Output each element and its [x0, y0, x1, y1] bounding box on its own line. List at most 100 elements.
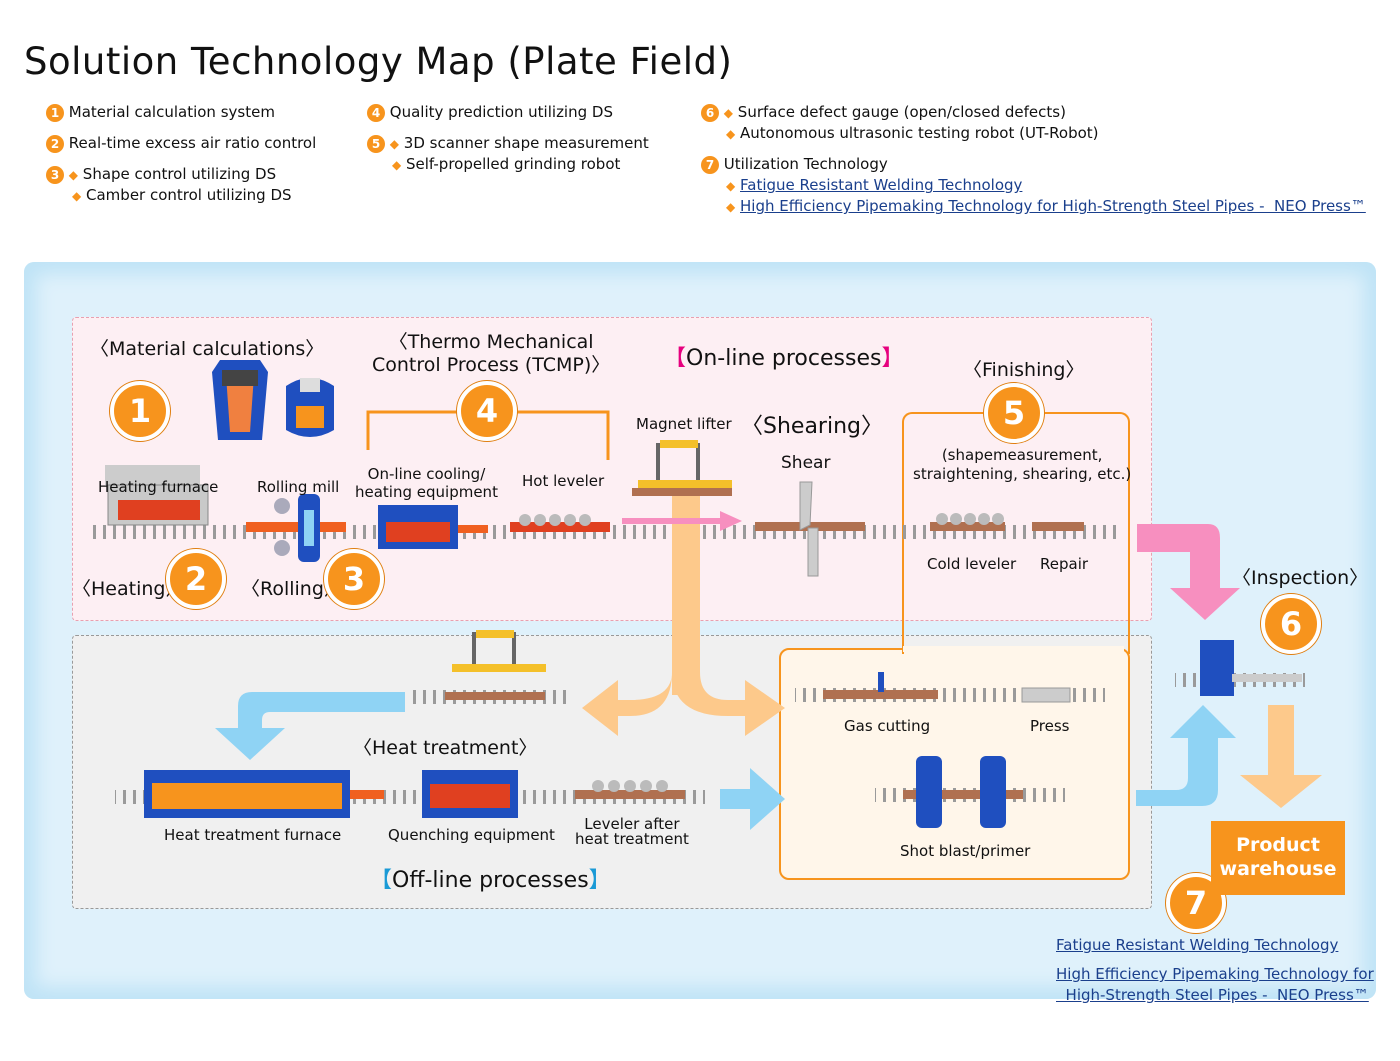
- gas-cutting-icon: [823, 672, 938, 699]
- rolling-label: 〈Rolling〉: [241, 578, 343, 600]
- to-finishing-arrow: [720, 768, 785, 830]
- legend-item-3: 3 ◆ Shape control utilizing DS: [46, 165, 276, 184]
- neo-press-link[interactable]: High Efficiency Pipemaking Technology fo…: [740, 197, 1366, 215]
- press-icon: [1021, 687, 1071, 703]
- tmcp-label: 〈Thermo Mechanical Control Process (TCMP…: [372, 331, 610, 377]
- finishing-subtitle: (shapemeasurement, straightening, sheari…: [913, 446, 1131, 484]
- to-heat-treatment-arrow: [215, 692, 405, 760]
- marker-3: 3: [324, 549, 384, 609]
- magnet-lifter-label: Magnet lifter: [636, 415, 732, 433]
- legend-link-row-2: ◆ High Efficiency Pipemaking Technology …: [726, 197, 1366, 215]
- converter-icon: [286, 378, 334, 437]
- legend-text-1: Material calculation system: [68, 103, 275, 121]
- offline-magnet-lifter-icon: [445, 630, 546, 700]
- shearing-split-arrow: [582, 495, 785, 736]
- online-flow-arrow: [622, 511, 742, 531]
- diamond-bullet-icon: ◆: [72, 189, 82, 203]
- marker-5: 5: [984, 383, 1044, 443]
- to-inspection-arrow: [1137, 524, 1240, 620]
- shearing-label: 〈Shearing〉: [741, 414, 883, 439]
- marker-6: 6: [1261, 594, 1321, 654]
- finishing-subtitle-line1: (shapemeasurement,: [941, 446, 1103, 464]
- cold-leveler-icon: [930, 513, 1005, 531]
- fatigue-welding-link[interactable]: Fatigue Resistant Welding Technology: [740, 176, 1023, 194]
- finishing-offline-box: [779, 648, 1130, 880]
- offline-leveler-icon: [575, 780, 685, 799]
- legend-item-3b: ◆ Camber control utilizing DS: [72, 186, 292, 204]
- legend-text-6a: Surface defect gauge (open/closed defect…: [737, 103, 1066, 121]
- finishing-box-joint: [903, 646, 1124, 652]
- quenching-equipment-label: Quenching equipment: [388, 826, 555, 844]
- shear-icon: [755, 481, 865, 577]
- legend-item-5: 5 ◆ 3D scanner shape measurement: [367, 134, 649, 153]
- legend-item-7: 7 Utilization Technology: [701, 155, 888, 174]
- inspection-gauge-icon: [1200, 640, 1302, 696]
- online-cooling-label-line1: On-line cooling/: [367, 465, 486, 483]
- legend-number-3: 3: [46, 166, 64, 184]
- legend-number-7: 7: [701, 156, 719, 174]
- shot-blast-label: Shot blast/primer: [900, 842, 1031, 860]
- diamond-bullet-icon: ◆: [726, 179, 736, 193]
- marker-1: 1: [110, 381, 170, 441]
- heating-label: 〈Heating〉: [72, 578, 185, 600]
- diamond-bullet-icon: ◆: [723, 106, 734, 120]
- bottom-neo-press-link-line2[interactable]: High-Strength Steel Pipes - NEO Press™: [1056, 986, 1369, 1004]
- material-calculations-label: 〈Material calculations〉: [90, 338, 325, 360]
- cold-leveler-label: Cold leveler: [927, 555, 1017, 573]
- legend-number-2: 2: [46, 135, 64, 153]
- legend-item-2: 2 Real-time excess air ratio control: [46, 134, 316, 153]
- finishing-to-inspection-arrow: [1136, 705, 1236, 806]
- press-label: Press: [1030, 717, 1070, 735]
- legend-text-4: Quality prediction utilizing DS: [389, 103, 613, 121]
- legend-link-row-1: ◆ Fatigue Resistant Welding Technology: [726, 176, 1022, 194]
- legend-number-5: 5: [367, 135, 385, 153]
- legend-text-3a: Shape control utilizing DS: [82, 165, 277, 183]
- legend-text-3b: Camber control utilizing DS: [86, 186, 292, 204]
- heat-treatment-furnace-label: Heat treatment furnace: [164, 826, 342, 844]
- online-cooling-icon: [378, 505, 488, 549]
- marker-7: 7: [1166, 873, 1226, 933]
- heating-furnace-label: Heating furnace: [98, 478, 219, 496]
- bottom-neo-press-link-line1[interactable]: High Efficiency Pipemaking Technology fo…: [1056, 965, 1374, 983]
- heat-treatment-label: 〈Heat treatment〉: [353, 737, 538, 759]
- diamond-bullet-icon: ◆: [392, 158, 402, 172]
- ladle-icon: [212, 360, 268, 440]
- legend-item-1: 1 Material calculation system: [46, 103, 275, 122]
- tmcp-label-line2: Control Process (TCMP)〉: [372, 354, 611, 376]
- repair-plate-icon: [1032, 522, 1084, 531]
- quenching-equipment-icon: [422, 770, 518, 818]
- offline-processes-text: Off-line processes: [392, 868, 589, 893]
- diamond-bullet-icon: ◆: [389, 137, 400, 151]
- online-processes-text: On-line processes: [686, 346, 882, 371]
- diamond-bullet-icon: ◆: [68, 168, 79, 182]
- bottom-fatigue-welding-link[interactable]: Fatigue Resistant Welding Technology: [1056, 936, 1339, 954]
- gas-cutting-label: Gas cutting: [844, 717, 931, 735]
- legend-item-5b: ◆ Self-propelled grinding robot: [392, 155, 620, 173]
- legend-item-6b: ◆ Autonomous ultrasonic testing robot (U…: [726, 124, 1099, 142]
- legend-number-6: 6: [701, 104, 719, 122]
- legend-text-2: Real-time excess air ratio control: [68, 134, 317, 152]
- shot-blast-icon: [903, 756, 1023, 828]
- leveler-after-heat-label: Leveler after heat treatment: [575, 817, 689, 847]
- leveler-after-heat-line2: heat treatment: [575, 830, 689, 848]
- rolling-mill-icon: [246, 494, 346, 562]
- rolling-mill-label: Rolling mill: [257, 478, 340, 496]
- hot-leveler-icon: [510, 514, 610, 532]
- finishing-to-warehouse-arrow: [1240, 705, 1322, 808]
- offline-processes-label: 【Off-line processes】: [370, 868, 611, 893]
- shear-label: Shear: [781, 453, 831, 473]
- tmcp-label-line1: 〈Thermo Mechanical: [388, 331, 594, 353]
- finishing-label: 〈Finishing〉: [963, 359, 1085, 381]
- legend-text-5b: Self-propelled grinding robot: [406, 155, 621, 173]
- marker-2: 2: [166, 549, 226, 609]
- legend-number-4: 4: [367, 104, 385, 122]
- online-cooling-label-line2: heating equipment: [355, 483, 498, 501]
- bottom-neo-press-link-block: High Efficiency Pipemaking Technology fo…: [1056, 964, 1374, 1006]
- legend-item-4: 4 Quality prediction utilizing DS: [367, 103, 613, 122]
- online-cooling-label: On-line cooling/ heating equipment: [355, 465, 498, 501]
- legend-text-5a: 3D scanner shape measurement: [403, 134, 649, 152]
- page-title: Solution Technology Map (Plate Field): [24, 40, 733, 83]
- legend-text-6b: Autonomous ultrasonic testing robot (UT-…: [740, 124, 1099, 142]
- legend-text-7: Utilization Technology: [723, 155, 888, 173]
